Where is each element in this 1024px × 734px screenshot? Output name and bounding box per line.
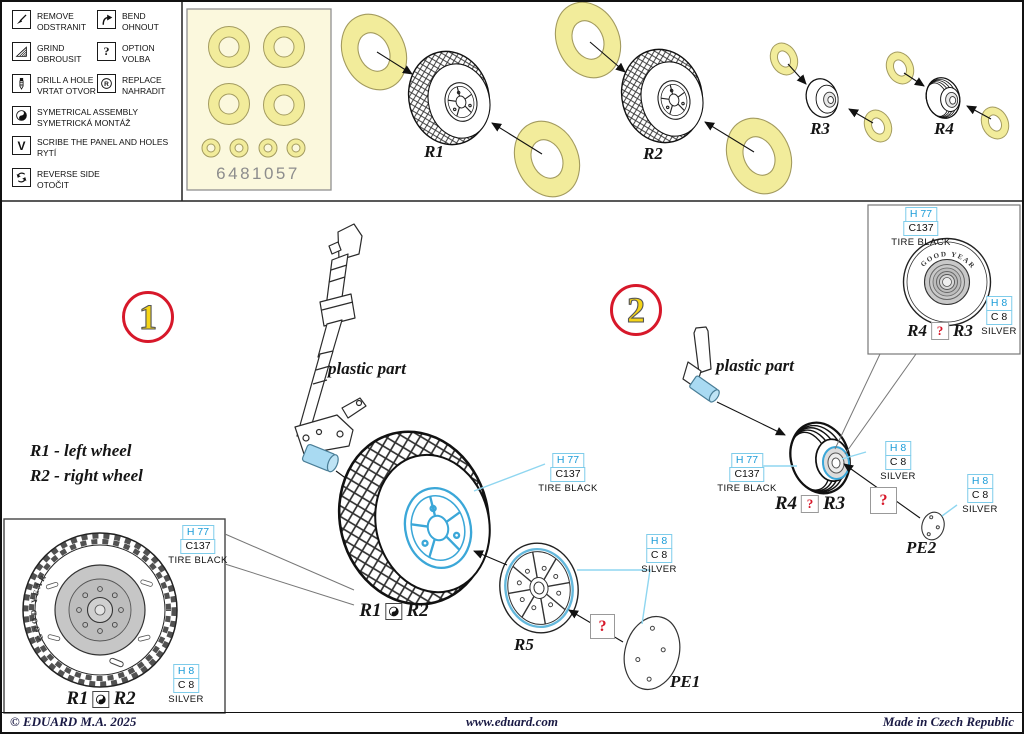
wheel-r3-drawing xyxy=(800,73,844,123)
grind-icon xyxy=(12,42,31,61)
wheel-r1-drawing xyxy=(398,42,500,154)
paint-callout-silver-5: H 8 C 8 SILVER xyxy=(168,664,204,706)
reverse-icon xyxy=(12,168,31,187)
assembly-arrows-top xyxy=(376,41,992,155)
part-label-r4: R4 xyxy=(934,119,954,138)
part-label-r1: R1 xyxy=(424,142,444,161)
plastic-part-label-1: plastic part xyxy=(328,359,406,378)
plastic-axle-highlight-2 xyxy=(689,375,720,403)
part-label-r3: R3 xyxy=(810,119,830,138)
option-icon: ? xyxy=(931,322,949,340)
part-label-r5: R5 xyxy=(514,635,534,654)
plastic-axle-highlight xyxy=(301,443,339,473)
knife-icon xyxy=(12,10,31,29)
paint-callout-tire-black-1: H 77 C137 TIRE BLACK xyxy=(538,453,598,495)
assembly-label-r1-r2: R1 R2 xyxy=(359,600,429,621)
option-icon: ? xyxy=(801,495,819,513)
landing-gear-strut-drawing xyxy=(294,223,367,473)
part-label-pe1: PE1 xyxy=(670,672,701,691)
wheel-cover-r5-drawing xyxy=(491,535,587,641)
tail-wheel-drawing xyxy=(779,412,861,504)
assembly-label-r4-r3-inset: R4 ? R3 xyxy=(907,321,973,340)
mask-sheet-number: 6481057 xyxy=(216,164,300,183)
pe2-disc-drawing xyxy=(921,511,945,541)
footer-copyright: © EDUARD M.A. 2025 xyxy=(10,714,137,729)
mask-sheet-drawing: 6481057 xyxy=(186,8,332,191)
part-label-r2: R2 xyxy=(643,144,663,163)
paint-callout-tire-black-3: H 77 C137 TIRE BLACK xyxy=(891,207,951,249)
option-box-pe2: ? xyxy=(870,487,897,514)
option-icon: ? xyxy=(97,42,116,61)
assembly-label-r1-r2-inset: R1 R2 xyxy=(66,688,136,709)
symmetry-icon xyxy=(12,106,31,125)
step-1-badge: 1 xyxy=(122,291,174,343)
footer-website: www.eduard.com xyxy=(466,714,558,729)
paint-callout-silver-1: H 8 C 8 SILVER xyxy=(641,534,677,576)
part-label-pe2: PE2 xyxy=(906,538,937,557)
paint-callout-tire-black-2: H 77 C137 TIRE BLACK xyxy=(717,453,777,495)
svg-text:R: R xyxy=(104,81,109,88)
step-2-badge: 2 xyxy=(610,284,662,336)
paint-callout-silver-4: H 8 C 8 SILVER xyxy=(981,296,1017,338)
cover-to-wheel-arrow xyxy=(473,550,508,566)
tail-gear-strut-drawing xyxy=(682,326,720,403)
scribe-icon: V xyxy=(12,136,31,155)
paint-callout-tire-black-4: H 77 C137 TIRE BLACK xyxy=(168,525,228,567)
footer-bar: © EDUARD M.A. 2025 www.eduard.com Made i… xyxy=(2,712,1022,731)
replace-icon: R xyxy=(97,74,116,93)
wheel-r2-drawing xyxy=(611,40,713,152)
symmetry-icon xyxy=(385,602,403,620)
plastic-part-label-2: plastic part xyxy=(716,356,794,375)
footer-made-in: Made in Czech Republic xyxy=(882,714,1014,729)
assembly-label-r4-r3: R4 ? R3 xyxy=(774,493,846,514)
option-box-cover: ? xyxy=(590,614,615,639)
pe1-disc-drawing xyxy=(623,615,681,691)
symmetry-icon xyxy=(92,690,110,708)
bend-icon xyxy=(97,10,116,29)
wheel-r4-drawing xyxy=(920,72,966,124)
paint-callout-silver-2: H 8 C 8 SILVER xyxy=(880,441,916,483)
frame-dividers xyxy=(2,2,1022,202)
tail-axle-to-wheel-arrow xyxy=(716,401,786,436)
drill-icon xyxy=(12,74,31,93)
paint-callout-silver-3: H 8 C 8 SILVER xyxy=(962,474,998,516)
